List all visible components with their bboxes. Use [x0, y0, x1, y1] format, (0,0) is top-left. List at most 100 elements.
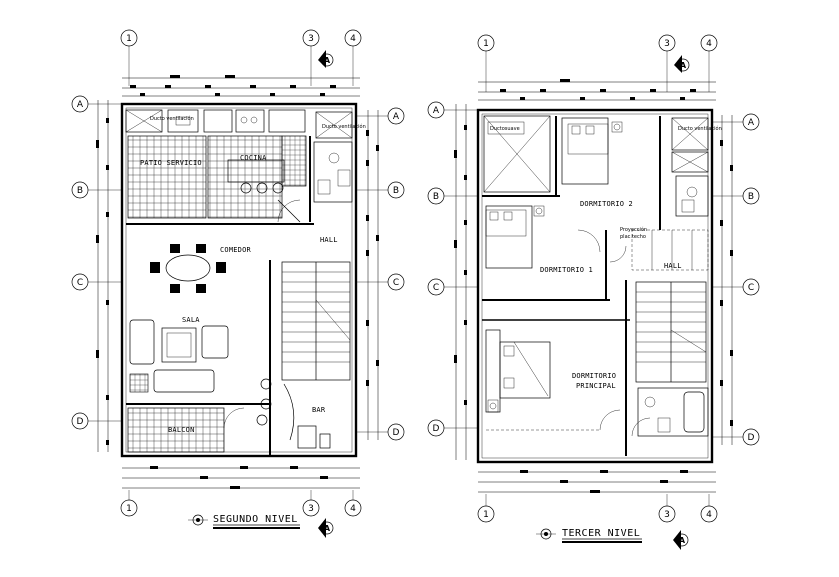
top-storage-row: Ducto ventilación Ducto ventilación: [125, 109, 366, 139]
bottom-axes: 1 3 4 A: [477, 470, 718, 550]
axis-label: D: [748, 433, 755, 443]
north-label: A: [680, 61, 687, 70]
patio-servicio: PATIO SERVICIO: [127, 135, 207, 219]
outer-walls: [476, 108, 714, 464]
dormitorio-1: DORMITORIO 1: [485, 205, 593, 274]
north-label: A: [324, 56, 331, 65]
axis-label: 3: [308, 504, 314, 514]
room-label: DORMITORIO 1: [540, 266, 593, 274]
note-label: Proyección: [620, 226, 647, 233]
axis-bubble-left-a: A: [71, 95, 122, 113]
plan-tercer-nivel: 1 3 4 A: [427, 34, 760, 550]
duct-label: Ducto ventilación: [678, 125, 722, 132]
bar: BAR: [256, 378, 331, 449]
axis-label: 4: [706, 39, 712, 49]
axis-bubble-right-d: D: [356, 423, 405, 441]
proyeccion-note: Proyección plac.techo: [620, 226, 647, 240]
axis-label: D: [77, 417, 84, 427]
axis-bubble-left-b: B: [427, 187, 478, 205]
plan-title: SEGUNDO NIVEL: [213, 514, 298, 525]
top-axes: 1 3 4 A: [477, 34, 718, 92]
axis-label: D: [393, 428, 400, 438]
axis-bubble-right-d: D: [712, 428, 760, 446]
shaft-top-left: Ductosuave: [483, 115, 551, 193]
axis-label: 3: [664, 39, 670, 49]
left-axes: A B C D: [71, 95, 122, 452]
axis-bubble-left-a: A: [427, 101, 478, 119]
room-label: HALL: [664, 262, 682, 270]
room-label: COMEDOR: [220, 246, 251, 254]
axis-bubble-top-3: 3: [302, 29, 320, 86]
axis-bubble-bottom-4: 4: [700, 505, 718, 523]
axis-label: B: [433, 192, 439, 202]
room-label: BAR: [312, 406, 326, 414]
axis-bubble-top-1: 1: [477, 34, 495, 92]
north-label: A: [324, 524, 331, 533]
sala: SALA: [129, 316, 229, 393]
hall-staircase: HALL: [631, 229, 709, 383]
axis-bubble-top-1: 1: [120, 29, 138, 86]
dormitorio-principal: DORMITORIO PRINCIPAL: [485, 329, 621, 431]
axis-label: 4: [350, 504, 356, 514]
axis-bubble-left-c: C: [71, 273, 122, 291]
partitions: [482, 116, 661, 456]
plan-title: TERCER NIVEL: [562, 528, 640, 539]
top-dimension-lines: [478, 79, 716, 101]
right-axes: A B C D: [356, 107, 405, 441]
axis-bubble-right-b: B: [712, 187, 760, 205]
plan-title-segundo: SEGUNDO NIVEL: [188, 514, 300, 529]
partitions: [126, 136, 314, 456]
axis-bubble-left-d: D: [427, 419, 478, 437]
room-label: DORMITORIO: [572, 372, 616, 380]
north-arrow-top: A: [674, 55, 690, 73]
room-label: COCINA: [240, 154, 267, 162]
bottom-axes: 1 3 4 A: [120, 466, 362, 538]
axis-bubble-bottom-1: 1: [477, 505, 495, 523]
outer-walls: [120, 102, 358, 458]
plan-segundo-nivel: 1 3 4 A: [71, 29, 405, 538]
axis-label: 1: [126, 34, 132, 44]
north-label: A: [679, 536, 686, 545]
north-arrow-top: A: [318, 50, 334, 68]
axis-label: B: [748, 192, 754, 202]
axis-label: C: [433, 283, 439, 293]
axis-label: B: [77, 186, 83, 196]
staircase-segundo: HALL: [281, 236, 351, 381]
axis-bubble-bottom-1: 1: [120, 499, 138, 517]
axis-label: C: [77, 278, 83, 288]
north-arrow-bottom: A: [318, 518, 334, 538]
axis-bubble-right-c: C: [356, 273, 405, 291]
bathroom-segundo: [313, 141, 353, 203]
axis-bubble-right-b: B: [356, 181, 405, 199]
axis-label: A: [393, 112, 400, 122]
axis-label: A: [433, 106, 440, 116]
duct-label: Ductosuave: [490, 126, 520, 132]
note-label: plac.techo: [620, 234, 646, 240]
room-label: HALL: [320, 236, 338, 244]
axis-bubble-right-a: A: [712, 113, 760, 131]
room-label: PRINCIPAL: [576, 382, 616, 390]
axis-bubble-left-d: D: [71, 412, 122, 430]
dormitorio-2: DORMITORIO 2: [561, 117, 633, 208]
axis-label: 4: [706, 510, 712, 520]
right-axes: A B C D: [712, 113, 760, 446]
room-label: DORMITORIO 2: [580, 200, 633, 208]
room-label: PATIO SERVICIO: [140, 159, 202, 167]
axis-label: 1: [483, 510, 489, 520]
axis-label: 1: [483, 39, 489, 49]
axis-bubble-right-c: C: [712, 278, 760, 296]
room-label: BALCON: [168, 426, 195, 434]
duct-label: Ducto ventilación: [322, 123, 366, 130]
axis-bubble-left-c: C: [427, 278, 478, 296]
axis-label: 4: [350, 34, 356, 44]
left-axes: A B C D: [427, 101, 478, 460]
balcon: BALCON: [127, 407, 245, 453]
axis-label: C: [748, 283, 754, 293]
room-label: SALA: [182, 316, 200, 324]
axis-label: D: [433, 424, 440, 434]
top-dimension-lines: [122, 75, 360, 97]
axis-label: A: [77, 100, 84, 110]
bathroom-tercer: [631, 387, 709, 437]
cocina: COCINA: [207, 135, 307, 219]
